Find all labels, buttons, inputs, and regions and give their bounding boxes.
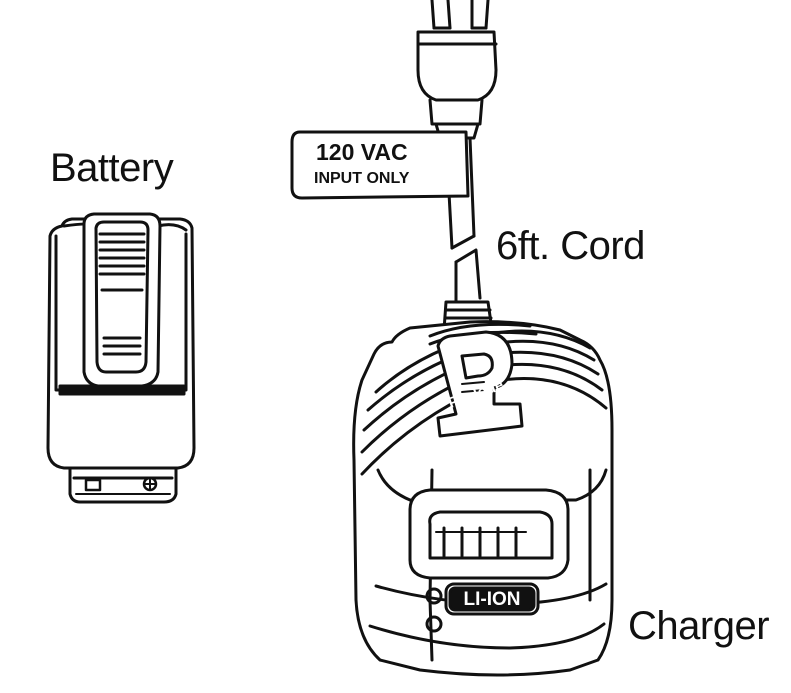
plug-tag-input-only: INPUT ONLY: [314, 170, 410, 187]
battery-label: Battery: [50, 146, 174, 190]
charger-label: Charger: [628, 604, 770, 648]
battery-illustration: [46, 212, 196, 504]
plug-tag-voltage: 120 VAC: [316, 139, 408, 165]
cord-label: 6ft. Cord: [496, 224, 645, 268]
li-ion-badge-text: LI-ION: [463, 589, 521, 610]
charger-illustration: [352, 320, 614, 677]
plug-tag: 120 VAC INPUT ONLY: [300, 134, 466, 196]
plug-and-cord: [290, 0, 498, 332]
